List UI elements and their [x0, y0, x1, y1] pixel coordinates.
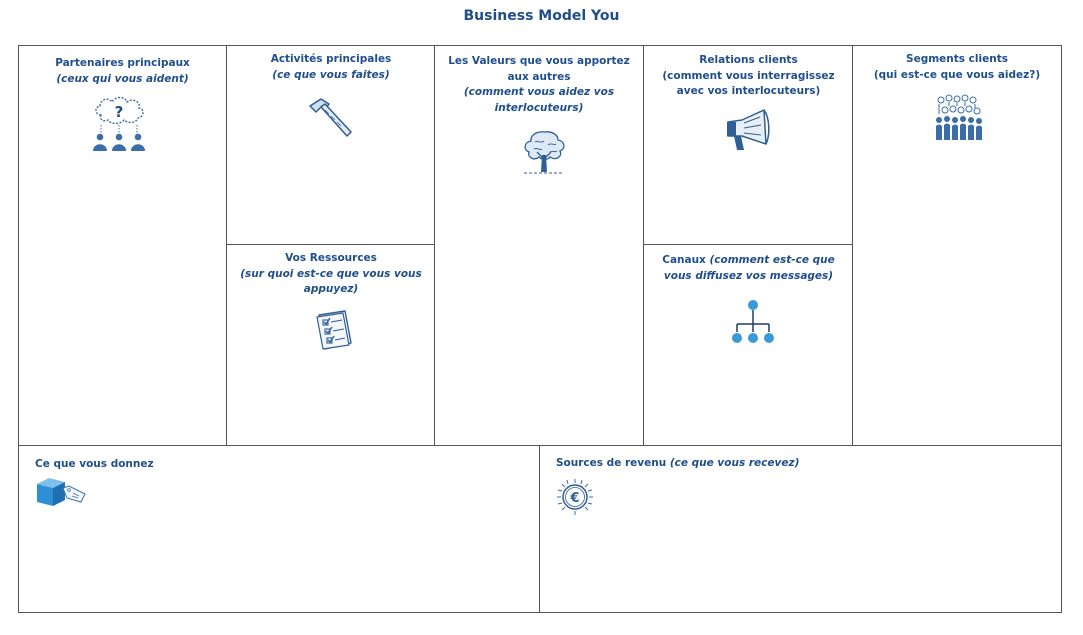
- cell-revenus-header: Sources de revenu (ce que vous recevez): [556, 456, 1055, 472]
- cell-canaux[interactable]: Canaux (comment est-ce que vous diffusez…: [643, 244, 854, 446]
- hammer-icon: [307, 96, 357, 144]
- cell-activites[interactable]: Activités principales (ce que vous faite…: [226, 45, 436, 246]
- cell-revenus-subtitle: (ce que vous recevez): [669, 457, 800, 469]
- partners-thought-cloud-icon: ?: [91, 95, 147, 153]
- cell-segments-subtitle: (qui est-ce que vous aidez?): [873, 68, 1041, 81]
- svg-text:€: €: [569, 491, 579, 506]
- cell-activites-title: Activités principales: [270, 53, 392, 65]
- svg-text:?: ?: [115, 103, 124, 121]
- cell-ressources[interactable]: Vos Ressources (sur quoi est-ce que vous…: [226, 244, 436, 446]
- cell-ressources-header: Vos Ressources (sur quoi est-ce que vous…: [233, 251, 429, 298]
- cell-valeurs-subtitle: (comment vous aidez vos interlocuteurs): [463, 86, 615, 114]
- cell-revenus[interactable]: Sources de revenu (ce que vous recevez) …: [539, 445, 1062, 613]
- checklist-icon: [313, 309, 357, 351]
- cell-valeurs-header: Les Valeurs que vous apportez aux autres…: [441, 54, 637, 116]
- euro-coin-icon: €: [556, 478, 594, 518]
- cell-relations-subtitle: (comment vous interragissez avec vos int…: [662, 69, 835, 98]
- tree-icon: [520, 128, 568, 176]
- cell-partenaires-subtitle: (ceux qui vous aident): [56, 72, 189, 85]
- cell-partenaires-title: Partenaires principaux: [55, 57, 190, 69]
- cell-canaux-header: Canaux (comment est-ce que vous diffusez…: [650, 253, 847, 284]
- crowd-icon: [935, 94, 983, 142]
- network-hierarchy-icon: [730, 298, 778, 346]
- cell-canaux-subtitle: (comment est-ce que vous diffusez vos me…: [663, 254, 835, 282]
- cell-couts[interactable]: Ce que vous donnez: [18, 445, 540, 613]
- cell-partenaires[interactable]: Partenaires principaux (ceux qui vous ai…: [18, 45, 227, 446]
- cell-segments[interactable]: Segments clients (qui est-ce que vous ai…: [852, 45, 1062, 446]
- cell-canaux-title: Canaux: [662, 254, 706, 266]
- cell-valeurs[interactable]: Les Valeurs que vous apportez aux autres…: [434, 45, 644, 446]
- cell-relations-header: Relations clients (comment vous interrag…: [650, 53, 847, 100]
- cell-revenus-title: Sources de revenu: [556, 457, 667, 469]
- cell-segments-title: Segments clients: [906, 53, 1008, 65]
- cell-activites-header: Activités principales (ce que vous faite…: [233, 52, 429, 83]
- cell-ressources-subtitle: (sur quoi est-ce que vous vous appuyez): [240, 267, 422, 296]
- cell-activites-subtitle: (ce que vous faites): [272, 68, 390, 81]
- cell-segments-header: Segments clients (qui est-ce que vous ai…: [859, 52, 1055, 83]
- megaphone-icon: [724, 108, 772, 154]
- box-price-tag-icon: [35, 476, 89, 508]
- cell-relations-title: Relations clients: [699, 54, 798, 66]
- cell-couts-title: Ce que vous donnez: [35, 458, 154, 470]
- cell-relations[interactable]: Relations clients (comment vous interrag…: [643, 45, 854, 246]
- page-title: Business Model You: [463, 8, 620, 24]
- cell-partenaires-header: Partenaires principaux (ceux qui vous ai…: [25, 56, 220, 87]
- cell-valeurs-title: Les Valeurs que vous apportez aux autres: [448, 55, 630, 83]
- cell-couts-header: Ce que vous donnez: [35, 457, 533, 473]
- cell-ressources-title: Vos Ressources: [285, 252, 377, 264]
